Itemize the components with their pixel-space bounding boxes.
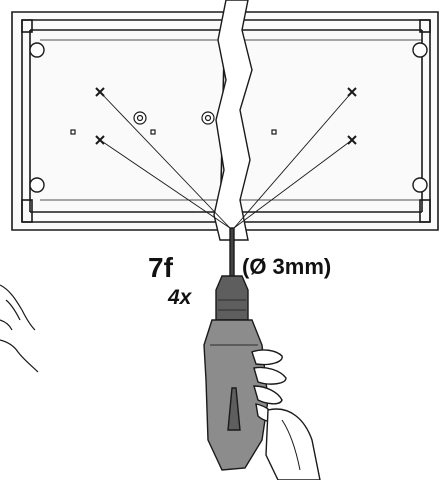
step-number: 7f	[148, 252, 174, 283]
step-count: 4x	[167, 286, 193, 309]
hole-top-right	[412, 42, 428, 58]
finger-1	[251, 349, 283, 366]
torn-edge	[213, 0, 253, 241]
hole-bottom-right	[412, 177, 428, 193]
drill-size-label: (Ø 3mm)	[242, 254, 331, 279]
board-right	[237, 11, 439, 231]
drill-bit	[229, 227, 235, 277]
hole-top-left	[29, 42, 45, 58]
power-drill-icon	[203, 227, 321, 480]
hole-bottom-left	[29, 177, 45, 193]
small-square-2	[150, 129, 156, 135]
finger-2	[253, 366, 287, 385]
hand-icon	[0, 284, 39, 373]
drill-chuck	[215, 275, 249, 321]
finger-3	[253, 385, 283, 405]
corner-holes	[29, 42, 428, 193]
small-square-3	[271, 129, 277, 135]
small-square-1	[70, 129, 76, 135]
board-left	[11, 11, 226, 231]
leader-lines	[99, 91, 353, 229]
center-fittings	[70, 111, 277, 135]
